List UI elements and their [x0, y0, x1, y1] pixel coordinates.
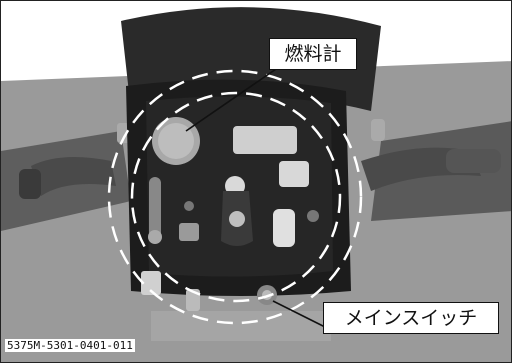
display-window	[233, 126, 297, 154]
fuel-leader-line	[185, 66, 280, 132]
lamp-window	[273, 209, 295, 247]
lower-cover	[151, 311, 331, 341]
left-grip	[19, 169, 41, 199]
figure-code: 5375M-5301-0401-011	[5, 339, 135, 352]
temp-gauge	[149, 177, 161, 241]
right-mirror-mount	[371, 119, 385, 141]
highlight-dashes	[107, 69, 363, 325]
small-button	[184, 201, 194, 211]
right-grip	[446, 149, 501, 173]
main-switch-label: メインスイッチ	[323, 302, 499, 334]
left-mirror-mount	[117, 123, 129, 143]
switch-leader-line	[272, 300, 326, 328]
square-button	[179, 223, 199, 241]
left-handlebar	[31, 157, 116, 196]
indicator-window	[279, 161, 309, 187]
fuel-gauge-label: 燃料計	[269, 38, 357, 70]
